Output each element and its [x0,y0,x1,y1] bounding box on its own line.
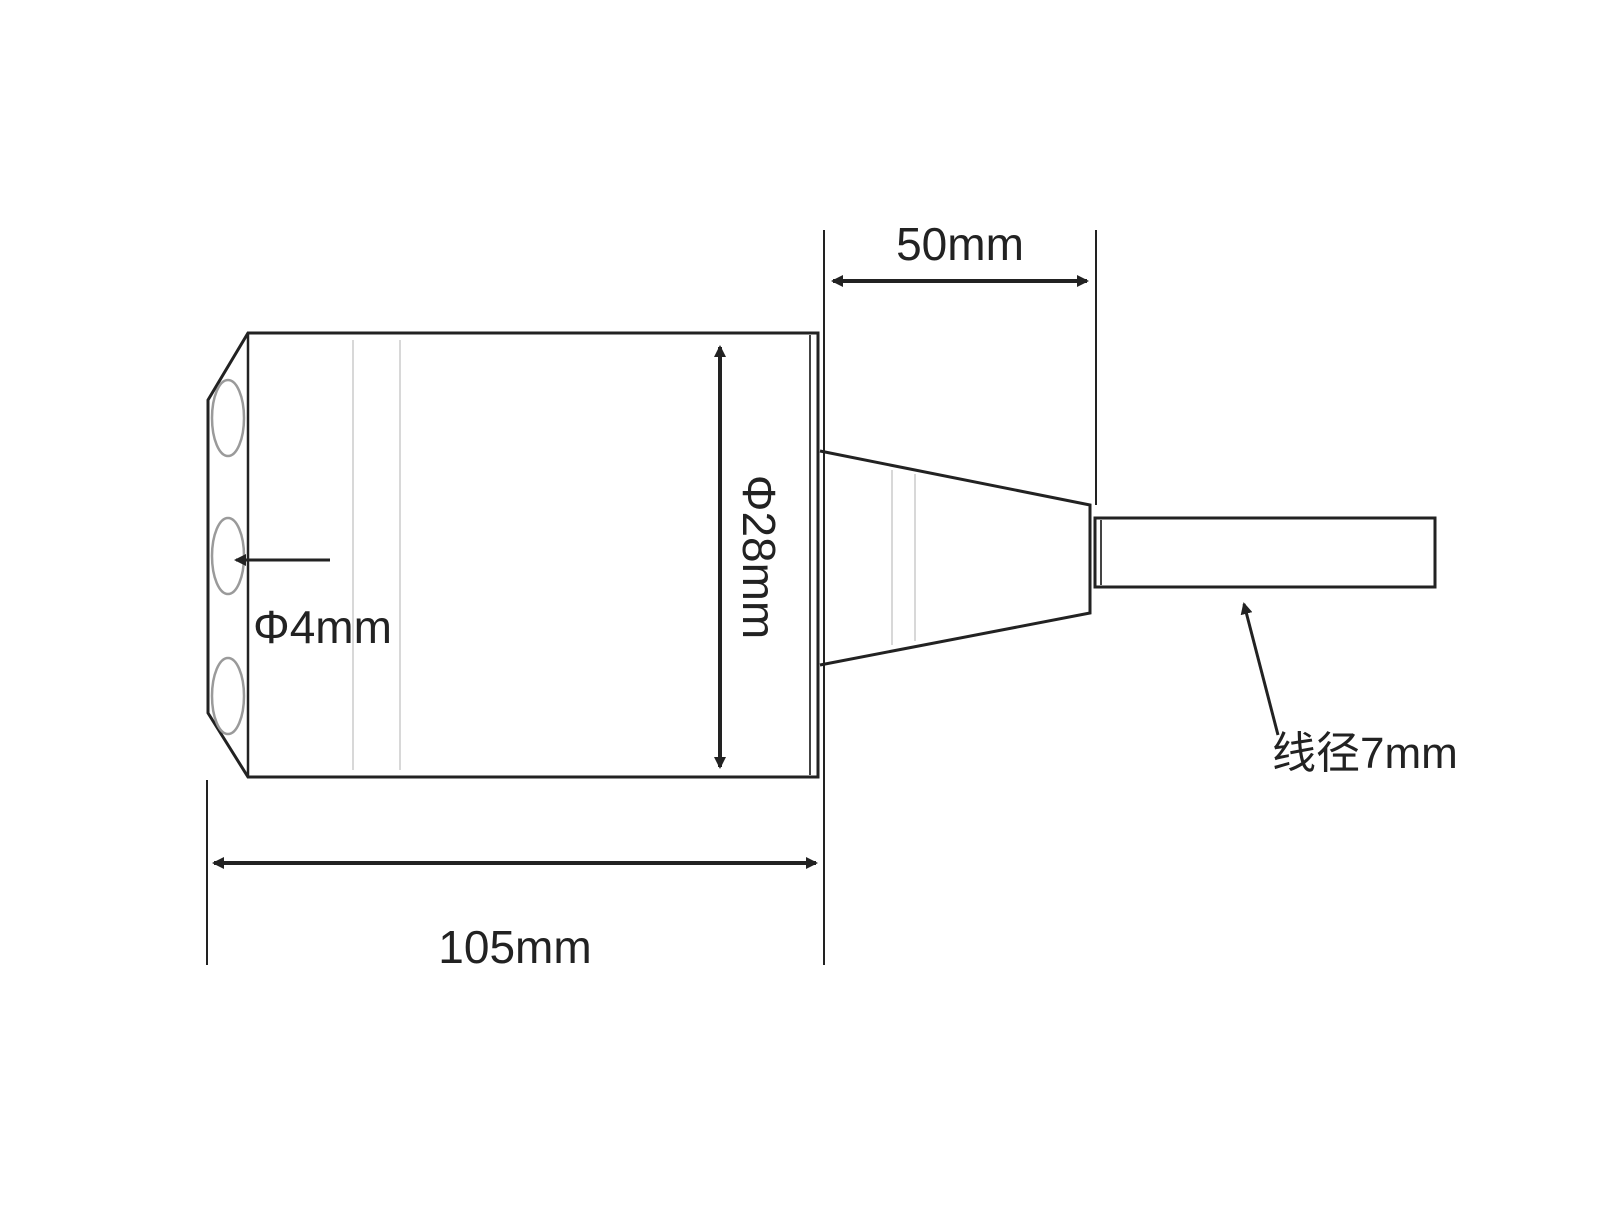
label-taper-length: 50mm [896,218,1024,270]
cable [1093,516,1437,589]
body-outline [206,331,820,779]
label-body-diameter: Φ28mm [733,475,785,640]
label-cable-diameter: 线径7mm [1272,729,1458,778]
front-holes [210,378,246,736]
leader-cable-diameter [1240,602,1280,736]
taper-section [819,449,1092,667]
label-hole-diameter: Φ4mm [253,601,392,653]
hole-bottom [210,656,246,736]
taper-outline [819,449,1092,667]
cable-outline [1093,516,1437,589]
hole-top [210,378,246,458]
extension-lines [206,230,1097,965]
sensor-body [206,331,820,779]
hole-middle [210,516,246,596]
label-body-length: 105mm [438,921,591,973]
